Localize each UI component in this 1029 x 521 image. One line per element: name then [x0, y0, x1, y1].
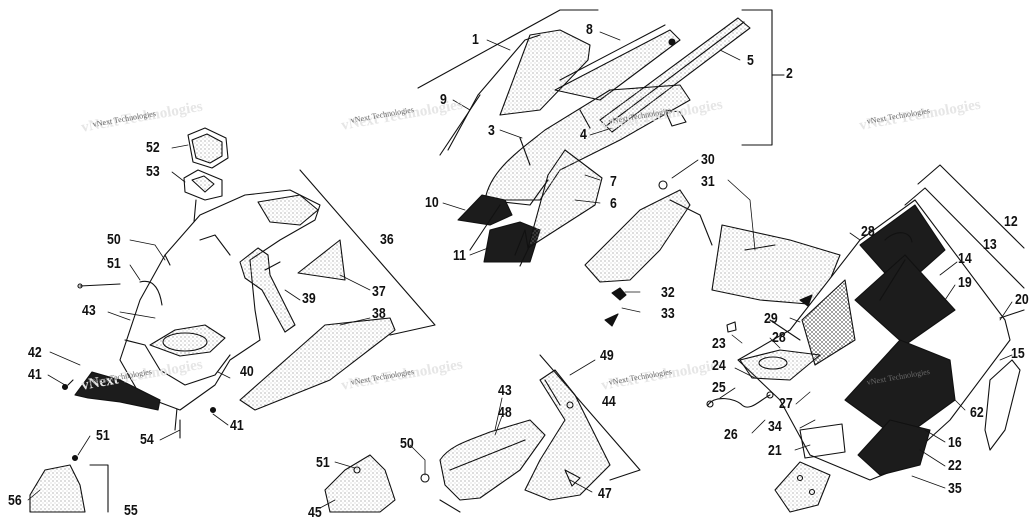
callout-27: 27 [779, 395, 793, 412]
callout-16: 16 [948, 434, 962, 451]
callout-47: 47 [598, 485, 612, 502]
part-47-49-lower-cover [524, 369, 611, 501]
callout-5: 5 [747, 52, 754, 69]
part-45-50-51-cover [324, 454, 430, 513]
callout-2: 2 [786, 65, 793, 82]
callout-43a: 43 [82, 302, 96, 319]
part-34-35-front-plate [774, 423, 846, 513]
callout-35: 35 [948, 480, 962, 497]
part-10-11-rear-fender [457, 194, 541, 263]
part-console [119, 189, 321, 411]
part-43-48-lower-panel [439, 419, 546, 513]
callout-21: 21 [768, 442, 782, 459]
callout-28b: 28 [772, 329, 786, 346]
part-1-seat-pad [439, 29, 591, 156]
part-23-26-wiring [706, 321, 774, 408]
part-6-7-side-panel [514, 149, 603, 267]
leader-lines [27, 31, 1013, 509]
callout-45: 45 [308, 504, 322, 521]
callout-42: 42 [28, 344, 42, 361]
callout-25: 25 [712, 379, 726, 396]
callout-31: 31 [701, 173, 715, 190]
callout-48: 48 [498, 404, 512, 421]
callout-51a: 51 [107, 255, 121, 272]
part-39-steering-post [239, 247, 296, 333]
callout-8: 8 [586, 21, 593, 38]
part-8-seat-panel [554, 24, 681, 101]
callout-4: 4 [580, 126, 587, 143]
callout-62: 62 [970, 404, 984, 421]
callout-34: 34 [768, 418, 782, 435]
callout-55: 55 [124, 502, 138, 519]
callout-6: 6 [610, 195, 617, 212]
callout-20: 20 [1015, 291, 1029, 308]
parts-diagram: vNext Technologies vNext Technologies vN… [8, 9, 1029, 520]
callout-12: 12 [1004, 213, 1018, 230]
callout-10: 10 [425, 194, 439, 211]
callout-49: 49 [600, 347, 614, 364]
callout-54: 54 [140, 431, 154, 448]
part-37-side-panel [297, 239, 346, 281]
callout-22: 22 [948, 457, 962, 474]
callout-41b: 41 [230, 417, 244, 434]
callout-50a: 50 [107, 231, 121, 248]
part-3-4-seat-base [484, 84, 691, 206]
callout-52: 52 [146, 139, 160, 156]
callout-41a: 41 [28, 366, 42, 383]
part-50-51-fasteners [77, 280, 163, 306]
callout-28a: 28 [861, 223, 875, 240]
callout-13: 13 [983, 236, 997, 253]
callout-51b: 51 [96, 427, 110, 444]
callout-40: 40 [240, 363, 254, 380]
callout-24: 24 [712, 357, 726, 374]
part-31-headlight-shroud [584, 180, 841, 327]
callout-19: 19 [958, 274, 972, 291]
callout-15: 15 [1011, 345, 1025, 362]
bracket-12-13 [904, 164, 1025, 289]
part-hood [737, 199, 1025, 481]
callout-7: 7 [610, 173, 617, 190]
bracket-36 [299, 169, 436, 336]
part-38-lower-panel [239, 317, 396, 411]
callout-26: 26 [724, 426, 738, 443]
callout-43b: 43 [498, 382, 512, 399]
callout-38: 38 [372, 305, 386, 322]
callout-29: 29 [764, 310, 778, 327]
callout-33: 33 [661, 305, 675, 322]
callout-11: 11 [453, 247, 467, 264]
callout-3: 3 [488, 122, 495, 139]
part-41-42-knee-pad [61, 371, 217, 439]
callout-32: 32 [661, 284, 675, 301]
callout-56: 56 [8, 492, 22, 509]
callout-39: 39 [302, 290, 316, 307]
bracket-2 [741, 9, 785, 146]
diagram-drawing [27, 9, 1025, 513]
callout-51c: 51 [316, 454, 330, 471]
callout-36: 36 [380, 231, 394, 248]
callout-14: 14 [958, 250, 972, 267]
callout-1: 1 [472, 31, 479, 48]
callout-37: 37 [372, 283, 386, 300]
bracket-9 [417, 9, 599, 89]
callout-44: 44 [602, 393, 616, 410]
callout-9: 9 [440, 91, 447, 108]
callout-23: 23 [712, 335, 726, 352]
part-55-56-bottom-left [29, 454, 109, 513]
callout-30: 30 [701, 151, 715, 168]
callout-53: 53 [146, 163, 160, 180]
callout-50b: 50 [400, 435, 414, 452]
